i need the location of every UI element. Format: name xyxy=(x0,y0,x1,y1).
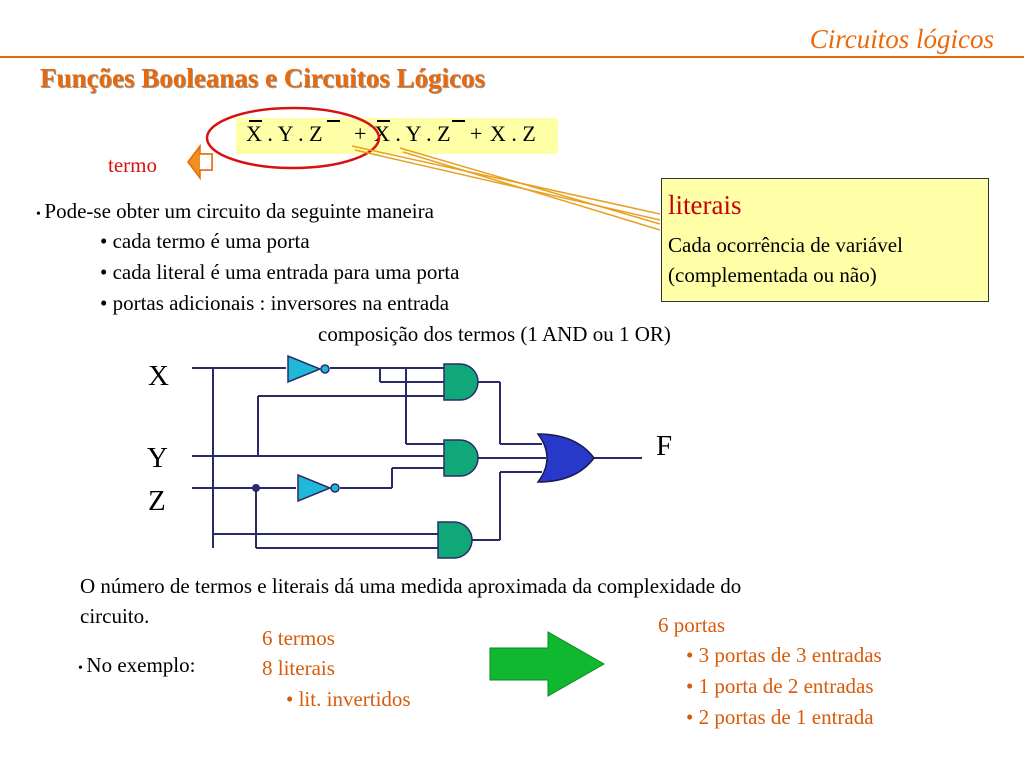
example-label: No exemplo: xyxy=(86,653,196,677)
summary-line-1: O número de termos e literais dá uma med… xyxy=(80,574,742,598)
gates-1-input: • 2 portas de 1 entrada xyxy=(686,705,874,729)
literal-pointer-lines xyxy=(351,145,661,231)
gates-total: 6 portas xyxy=(658,613,726,637)
terms-count: 6 termos xyxy=(262,626,335,650)
bullet-item-2: • cada literal é uma entrada para uma po… xyxy=(100,260,460,284)
example-bullet: • No exemplo: xyxy=(78,653,195,678)
main-title: Funções Booleanas e Circuitos Lógicos xyxy=(40,63,485,93)
slide-header-title: Circuitos lógicos xyxy=(809,24,994,54)
inverter-x xyxy=(287,354,330,384)
result-arrow-icon xyxy=(489,631,606,697)
and-gate-2 xyxy=(443,439,479,477)
and-gate-3 xyxy=(437,521,473,559)
or-gate xyxy=(536,433,595,483)
expression-highlight xyxy=(236,118,558,154)
bullet-item-1: • cada termo é uma porta xyxy=(100,229,310,253)
inverted-literals: • lit. invertidos xyxy=(286,687,411,711)
input-z-label: Z xyxy=(148,485,166,517)
input-y-label: Y xyxy=(147,442,168,474)
summary-line-2: circuito. xyxy=(80,604,150,628)
inverter-z xyxy=(297,473,340,503)
circuit-wires xyxy=(192,367,642,549)
literals-description-line1: Cada ocorrência de variável xyxy=(668,233,903,257)
gates-2-inputs: • 1 porta de 2 entradas xyxy=(686,674,874,698)
termo-label: termo xyxy=(108,153,157,177)
literals-title: literais xyxy=(668,190,742,220)
and-gate-1 xyxy=(443,363,479,401)
bullet-intro: • Pode-se obter um circuito da seguinte … xyxy=(36,199,434,224)
termo-arrow-body xyxy=(200,153,213,171)
expression-term-3: X . Z xyxy=(490,121,536,146)
literals-count: 8 literais xyxy=(262,656,335,680)
bullet-item-3-continued: composição dos termos (1 AND ou 1 OR) xyxy=(318,322,671,346)
literals-note-box xyxy=(661,178,989,302)
bullet-item-3: • portas adicionais : inversores na entr… xyxy=(100,291,450,315)
bullet-dot: • xyxy=(36,207,45,222)
expression-term-2: X . Y . Z xyxy=(374,121,451,146)
input-x-label: X xyxy=(148,360,169,392)
bullet-dot: • xyxy=(78,661,87,676)
gates-3-inputs: • 3 portas de 3 entradas xyxy=(686,643,882,667)
output-f-label: F xyxy=(656,430,673,462)
header-rule xyxy=(0,56,1024,58)
bullet-intro-text: Pode-se obter um circuito da seguinte ma… xyxy=(44,199,434,223)
wire-junction xyxy=(252,484,260,492)
literals-description-line2: (complementada ou não) xyxy=(668,263,877,287)
expression-term-1: X . Y . Z xyxy=(246,121,323,146)
expression-plus-2: + xyxy=(470,121,483,146)
expression-plus-1: + xyxy=(354,121,367,146)
term-highlight-ellipse xyxy=(205,106,381,170)
